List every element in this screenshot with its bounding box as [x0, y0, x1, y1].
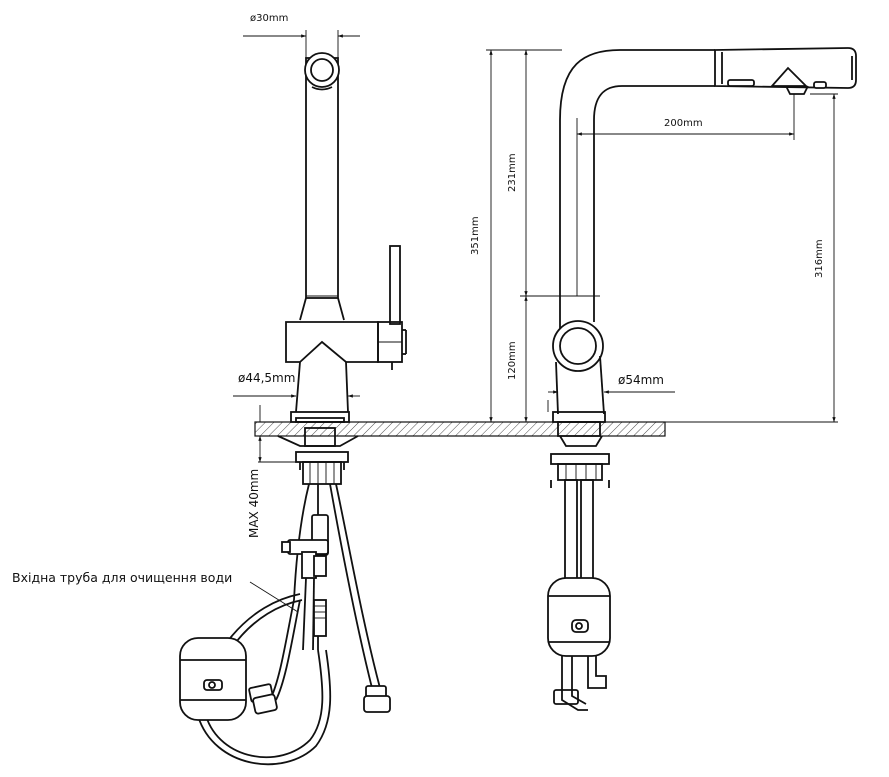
countertop	[254, 421, 666, 437]
dim-reach: 200mm	[664, 118, 703, 129]
purified-water-inlet-pipe	[302, 577, 327, 651]
side-view-faucet	[527, 47, 857, 711]
dim-base-diameter-front: ø44,5mm	[238, 371, 295, 385]
filter-valve-connector	[281, 514, 329, 579]
dim-body-height: 120mm	[507, 341, 518, 380]
sensor-box-front	[179, 637, 247, 721]
dim-total-height: 351mm	[470, 216, 481, 255]
callout-purified-water-inlet: Вхідна труба для очищення води	[12, 570, 232, 585]
pullout-spray-head	[714, 47, 857, 95]
hose-nut-left	[248, 683, 278, 715]
threaded-stem-front	[302, 461, 342, 485]
dim-top-diameter: ø30mm	[250, 13, 288, 24]
front-view-faucet	[179, 52, 407, 766]
dim-spout-height: 231mm	[507, 153, 518, 192]
hose-nut-right	[363, 685, 391, 713]
side-view-dimensions: 351mm 231mm 120mm 316mm 200mm ø54mm	[470, 49, 838, 423]
inlet-callout: Вхідна труба для очищення води	[12, 570, 299, 613]
dim-base-diameter-side: ø54mm	[618, 373, 664, 387]
front-view-dimensions: ø30mm ø44,5mm MAX 40mm	[233, 13, 360, 538]
dim-max-thickness: MAX 40mm	[247, 469, 261, 538]
dim-outlet-height: 316mm	[814, 239, 825, 278]
sensor-box-side	[547, 577, 611, 657]
